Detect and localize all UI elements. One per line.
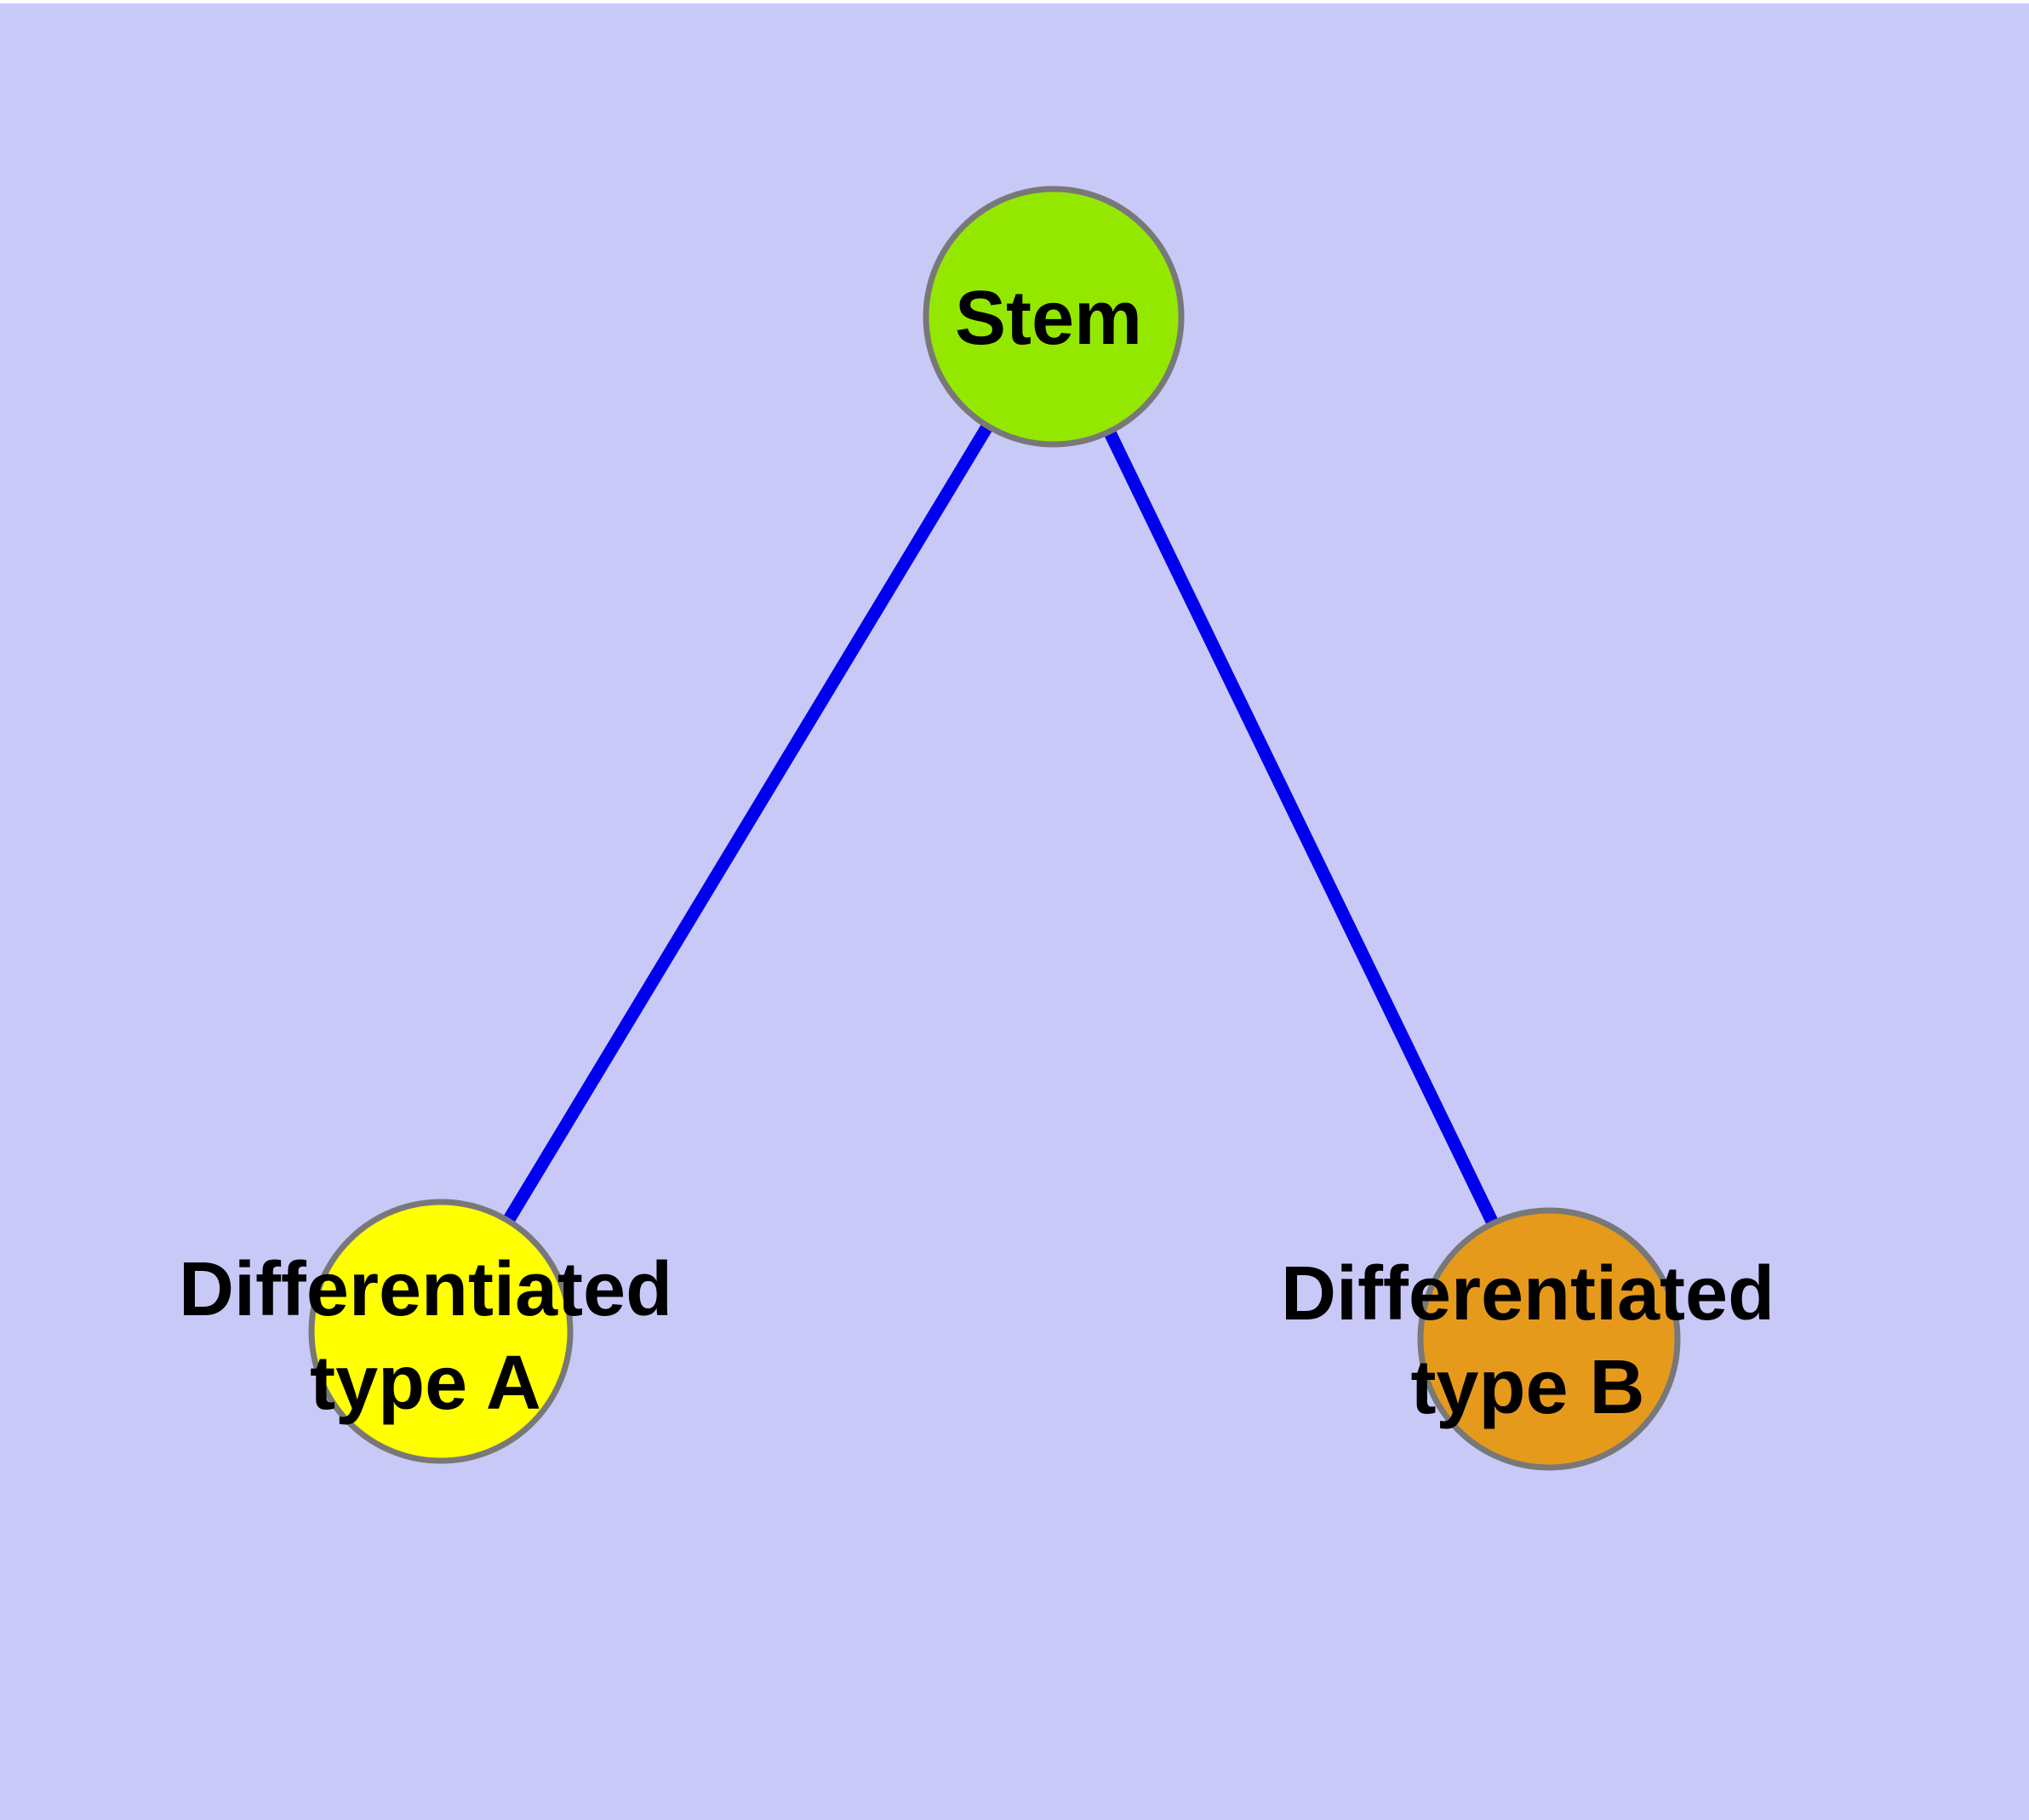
- node-stem: [923, 186, 1185, 448]
- label-line-2: type A: [310, 1341, 541, 1426]
- label-line-1: Differentiated: [178, 1247, 673, 1332]
- node-differentiated-type-b: [1417, 1207, 1681, 1471]
- edge-stem-to-type-b: [1048, 313, 1555, 1342]
- node-label-differentiated-type-a: Differentiated type A: [179, 1243, 672, 1430]
- node-differentiated-type-a: [308, 1199, 574, 1464]
- label-line-2: type B: [1410, 1345, 1645, 1430]
- label-line-1: Differentiated: [1280, 1251, 1775, 1336]
- node-label-stem: Stem: [954, 276, 1143, 361]
- edge-stem-to-type-a: [435, 313, 1060, 1336]
- node-label-differentiated-type-b: Differentiated type B: [1281, 1247, 1775, 1434]
